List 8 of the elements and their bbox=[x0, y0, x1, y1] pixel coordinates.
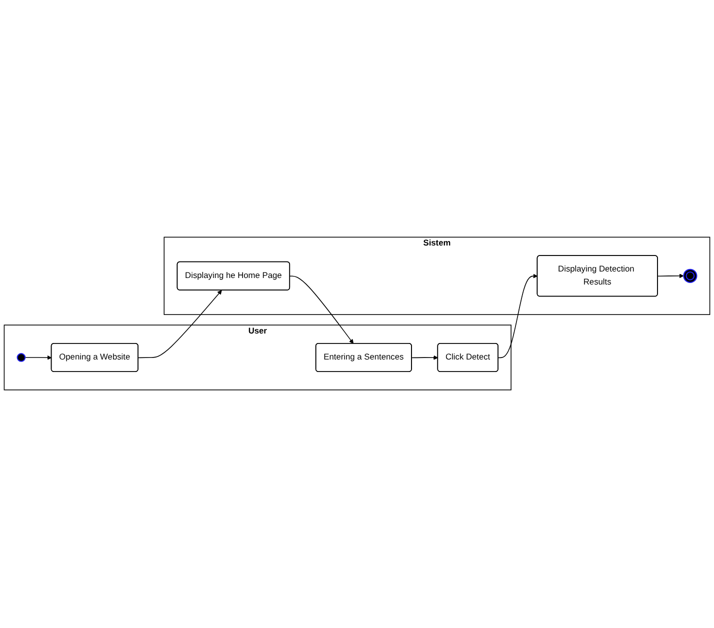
node-circle bbox=[16, 353, 26, 362]
arrow bbox=[290, 276, 354, 344]
arrow bbox=[498, 274, 538, 359]
arrow bbox=[657, 274, 684, 279]
node-bullseye bbox=[683, 269, 698, 284]
arrow bbox=[24, 356, 52, 360]
arrow bbox=[138, 290, 222, 359]
arrow bbox=[411, 356, 438, 360]
